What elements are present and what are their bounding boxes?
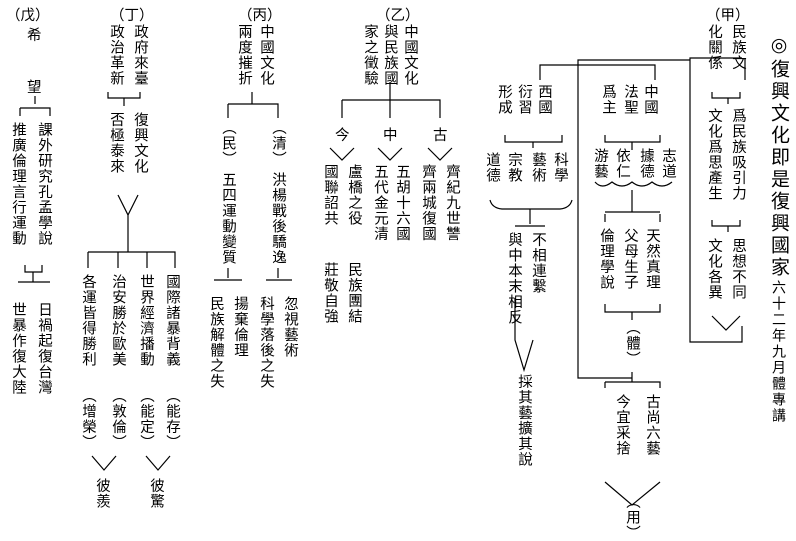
bing-connector — [227, 92, 279, 118]
fasheng: 法聖 — [622, 84, 638, 115]
bing-col1: 中國文化 — [258, 24, 274, 86]
ding-guoji: 國際諸暴背義 — [164, 274, 180, 367]
ding-zengrong: （增榮） — [80, 388, 96, 450]
wu-wang: 望 — [27, 80, 42, 96]
ding-label: （丁） — [110, 8, 154, 24]
ding-dunlun: （敦倫） — [110, 388, 126, 450]
yi-guolian: 國聯詔共 — [322, 164, 338, 226]
bing-yangqi: 揚棄倫理 — [232, 296, 248, 358]
weizhu: 爲主 — [600, 84, 616, 115]
yi-connector — [341, 82, 441, 118]
bing-hushi: 忽視藝術 — [282, 296, 298, 358]
jude: 據德 — [638, 148, 654, 179]
ding-col1: 政府來臺 — [132, 24, 148, 86]
yi-qiji: 齊紀九世讐 — [444, 164, 460, 242]
jia-col1: 民族文 — [730, 24, 746, 71]
jia-main-line — [689, 57, 746, 343]
ding-fuxing: 復興文化 — [132, 112, 148, 174]
ding-nengcun: （能存） — [164, 388, 180, 450]
buxiang: 不相連繫 — [530, 232, 546, 294]
daode: 道德 — [484, 152, 500, 183]
bing-qing: （清） — [270, 120, 286, 167]
youyi: 游藝 — [592, 148, 608, 179]
kexue: 科學 — [552, 152, 568, 183]
yi-lugou: 盧橋之役 — [346, 164, 362, 226]
jia-wenhua-wei: 文化爲思產生 — [706, 108, 722, 201]
zhongguo: 中國 — [642, 84, 658, 115]
wu-xi: 希 — [27, 28, 42, 44]
wu-tuiguang: 推廣倫理言行運動 — [10, 122, 26, 246]
ding-geyun: 各運皆得勝利 — [80, 274, 96, 367]
jia-wei: 爲民族吸引力 — [730, 108, 746, 201]
jia-top-bar — [577, 59, 690, 379]
ding-bijing: 彼驚 — [148, 478, 164, 509]
bing-min: （民） — [220, 120, 236, 167]
xiguo: 西國 — [536, 84, 552, 115]
ding-piji: 否極泰來 — [108, 112, 124, 174]
yi-wuhu: 五胡十六國 — [394, 164, 410, 242]
jia-ge-yi: 文化各異 — [706, 238, 722, 300]
bing-hongyang: 洪楊戰後驕逸 — [270, 172, 286, 265]
yi-zhong: 中 — [383, 128, 398, 144]
yi-zhuangjing: 莊敬自強 — [322, 262, 338, 324]
yuzhong: 與中本末相反 — [506, 232, 522, 325]
bing-label: （丙） — [238, 8, 282, 24]
lunli: 倫理學說 — [598, 228, 614, 290]
yi-col1: 中國文化 — [402, 24, 418, 86]
yi-minzu: 民族團結 — [346, 262, 362, 324]
ding-nengding: （能定） — [138, 388, 154, 450]
ding-col2: 政治革新 — [108, 24, 124, 86]
zhidao: 志道 — [660, 148, 676, 179]
jia-label: （甲） — [706, 8, 750, 24]
ding-connector — [107, 92, 141, 106]
tianran: 天然真理 — [644, 228, 660, 290]
yiren: 依仁 — [614, 148, 630, 179]
yi-col2: 與民族國 — [382, 24, 398, 86]
yi-qiliang: 齊兩城復國 — [420, 164, 436, 242]
bing-col2: 兩度摧折 — [236, 24, 252, 86]
bing-wusi: 五四運動變質 — [220, 172, 236, 265]
ti-label: （體） — [624, 320, 640, 367]
wu-kewai: 課外研究孔孟學說 — [36, 122, 52, 246]
yi-label: （乙） — [376, 8, 420, 24]
bing-kexue-luo: 科學落後之失 — [258, 296, 274, 389]
yi-col3: 家之徵驗 — [362, 24, 378, 86]
yong-label: （用） — [624, 494, 640, 541]
wu-label: （戊） — [6, 8, 50, 24]
wu-rihuo: 日禍起復台灣 — [36, 302, 52, 395]
lecture-date: 六十二年九月體專講 — [770, 280, 786, 424]
yi-jin: 今 — [335, 128, 350, 144]
yi-gu: 古 — [433, 128, 448, 144]
wu-shibao: 世暴作復大陸 — [10, 302, 26, 395]
xisheng: 衍習 — [516, 84, 532, 115]
wu-connector — [19, 96, 51, 116]
jia-col2: 化關係 — [706, 24, 722, 71]
bing-minzu-jie: 民族解體之失 — [208, 296, 224, 389]
yi-wudai: 五代金元清 — [372, 164, 388, 242]
yishu: 藝術 — [530, 152, 546, 183]
fumu: 父母生子 — [622, 228, 638, 290]
ding-zhian: 治安勝於歐美 — [110, 274, 126, 367]
jia-sixiang: 思想不同 — [730, 238, 746, 300]
page-title: ◎復興文化即是復興國家 — [768, 34, 790, 279]
zongjiao: 宗教 — [506, 152, 522, 183]
caiqi: 採其藝擴其說 — [516, 374, 532, 467]
xingcheng: 形成 — [496, 84, 512, 115]
ding-bixian: 彼羨 — [94, 478, 110, 509]
jinyi: 今宜采捨 — [614, 394, 630, 456]
ding-shijie: 世界經濟播動 — [138, 274, 154, 367]
gushang: 古尚六藝 — [644, 394, 660, 456]
